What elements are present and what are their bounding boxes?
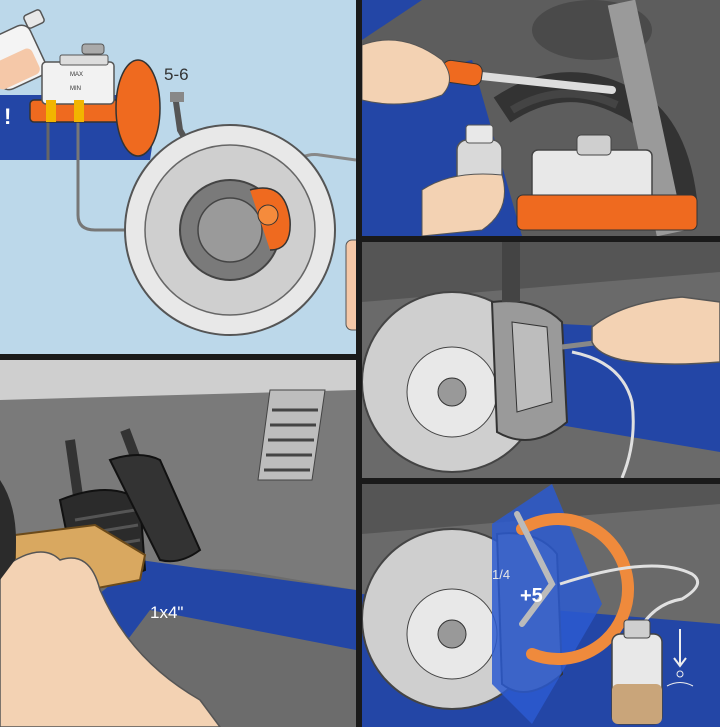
- reservoir-fill-illustration: [362, 0, 720, 236]
- turn-arrow-icon: [516, 513, 634, 666]
- reservoir-max-label: MAX: [70, 72, 83, 78]
- block-size-label: 1x4": [150, 603, 183, 622]
- panel-pedal-block: 1x4": [0, 360, 356, 727]
- pump-count-label: 5-6: [164, 65, 189, 84]
- panel-master-cylinder-diagram: ! MAX MIN 5-6: [0, 0, 356, 354]
- panel-bleeder-open: 1/4 +5: [362, 484, 720, 727]
- panel-reservoir-fill: [362, 0, 720, 236]
- reservoir-min-label: MIN: [70, 86, 81, 92]
- caliper-bleeder-illustration: [362, 242, 720, 478]
- brake-disc-wheel: [124, 124, 336, 336]
- drip-arrow-icon: [666, 629, 694, 687]
- turn-count-label: +5: [520, 585, 543, 607]
- brake-caliper: [490, 300, 569, 441]
- master-cylinder: MAX MIN: [29, 43, 161, 157]
- bleeder-open-illustration: 1/4 +5: [362, 484, 720, 727]
- turn-amount-label: 1/4: [492, 567, 510, 582]
- caution-mark: !: [4, 104, 11, 129]
- syringe-icon: [441, 59, 616, 94]
- pedal-block-illustration: 1x4": [0, 360, 356, 727]
- collection-bottle: [611, 619, 663, 725]
- master-cylinder-illustration: ! MAX MIN 5-6: [0, 9, 356, 336]
- panel-caliper-bleeder: [362, 242, 720, 478]
- fluid-bottle-icon: [0, 9, 47, 91]
- gas-pedal: [108, 454, 202, 563]
